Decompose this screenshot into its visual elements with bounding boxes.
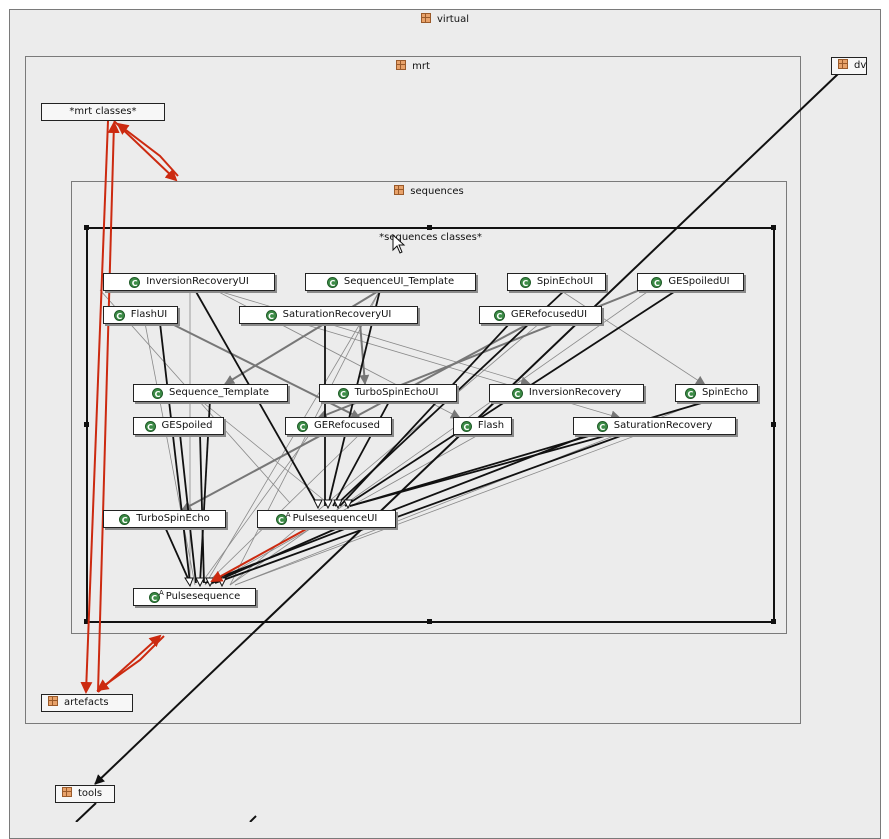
package-icon [838, 59, 848, 69]
package-dv[interactable]: dv [831, 57, 867, 75]
mrt-classes-group[interactable]: *mrt classes* [41, 103, 165, 121]
package-tools[interactable]: tools [55, 785, 115, 803]
class-icon: C [596, 421, 608, 432]
mouse-pointer-icon [392, 234, 406, 254]
selection-handle[interactable] [771, 619, 776, 624]
class-icon: C [337, 388, 349, 399]
selection-handle[interactable] [427, 225, 432, 230]
class-icon: C [119, 514, 131, 525]
class-icon: C [460, 421, 472, 432]
selection-handle[interactable] [771, 422, 776, 427]
class-icon: C [152, 388, 164, 399]
class-icon: C [326, 277, 338, 288]
class-icon: C [651, 277, 663, 288]
class-icon: C [511, 388, 523, 399]
package-sequences-title: sequences [72, 185, 786, 198]
package-icon [394, 185, 405, 195]
sequences-classes-title: *sequences classes* [379, 232, 482, 243]
class-icon: C [129, 277, 141, 288]
class-icon: C [113, 310, 125, 321]
class-icon: C [265, 310, 277, 321]
package-icon [421, 13, 431, 23]
class-icon: C [493, 310, 505, 321]
selection-handle[interactable] [84, 619, 89, 624]
selection-handle[interactable] [84, 422, 89, 427]
selection-handle[interactable] [84, 225, 89, 230]
package-icon [396, 60, 407, 70]
package-icon [62, 787, 72, 797]
package-icon [48, 696, 58, 706]
class-icon: C [684, 388, 696, 399]
package-artefacts[interactable]: artefacts [41, 694, 133, 712]
class-icon: C [144, 421, 156, 432]
package-mrt-title: mrt [26, 60, 800, 73]
package-virtual-title: virtual [10, 13, 880, 26]
class-icon: C [297, 421, 309, 432]
selection-handle[interactable] [771, 225, 776, 230]
class-icon: C [519, 277, 531, 288]
selection-handle[interactable] [427, 619, 432, 624]
